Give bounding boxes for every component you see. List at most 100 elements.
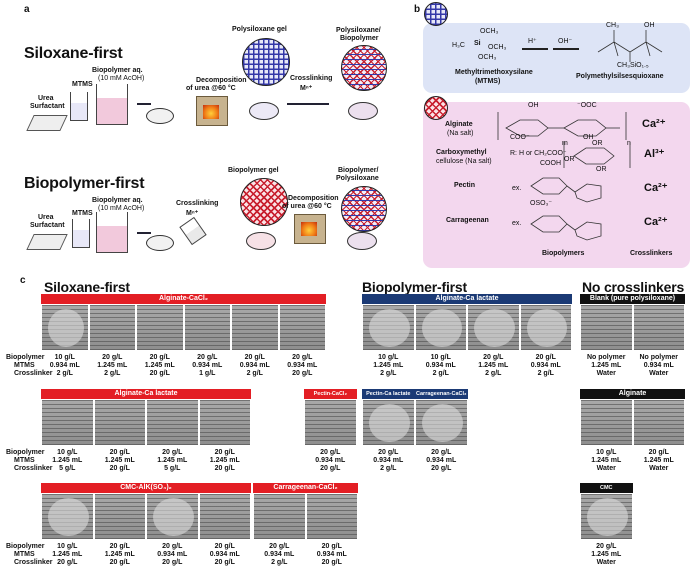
group-header: CMC-AlK(SO₄)₂: [41, 483, 251, 493]
condition-value: Water: [596, 465, 616, 472]
condition-value: 20 g/L: [321, 543, 342, 550]
biopolymer-beaker: [96, 212, 128, 253]
mtms-label: MTMS: [72, 210, 93, 217]
gel-spot: [474, 309, 515, 347]
condition-value: 2 g/L: [271, 559, 288, 566]
condition-value: 20 g/L: [149, 354, 170, 361]
condition-value: 10 g/L: [596, 449, 617, 456]
h-plus-label: H⁺: [528, 38, 537, 45]
biopolymer-first-title: Biopolymer-first: [24, 175, 145, 192]
result-label-1: Polysiloxane/: [336, 27, 381, 34]
panel-b-label: b: [414, 4, 421, 15]
result-label-2: Biopolymer: [340, 35, 379, 42]
condition-value: 1.245 mL: [373, 362, 404, 369]
arrow: [522, 48, 548, 50]
condition-value: 20 g/L: [57, 559, 78, 566]
crosslinking-label: Crosslinking: [176, 200, 219, 207]
condition-value: 1.245 mL: [591, 457, 622, 464]
condition-value: 0.934 mL: [192, 362, 223, 369]
condition-value: 1.245 mL: [52, 551, 83, 558]
condition-value: 20 g/L: [292, 370, 313, 377]
siloxane-chemistry-panel: [423, 23, 690, 93]
alginate-oh: OH: [528, 102, 539, 109]
sample-photo: [198, 493, 251, 540]
decomposition-label: Decomposition: [288, 195, 339, 202]
alginate-n: n: [627, 140, 631, 147]
sample-photo: [278, 304, 326, 351]
mtms-group-right: OCH₃: [488, 44, 507, 51]
row-label: Crosslinker: [14, 559, 53, 566]
sample-photo: [146, 399, 199, 446]
condition-value: 1.245 mL: [52, 457, 83, 464]
product-group-ch3: CH₃: [606, 22, 619, 29]
group-header: Blank (pure polysiloxane): [580, 294, 685, 304]
condition-value: 20 g/L: [321, 559, 342, 566]
condition-value: 20 g/L: [109, 559, 130, 566]
cmc-or: OR: [592, 140, 603, 147]
condition-value: 2 g/L: [380, 370, 397, 377]
alginate-name: Alginate: [445, 121, 473, 128]
gel-dish: [249, 102, 279, 120]
row-label: Biopolymer: [6, 543, 45, 550]
polysiloxane-biopolymer-circle: [341, 45, 387, 91]
mtms-vial: [72, 219, 90, 248]
sample-photo: [519, 304, 572, 351]
condition-value: 1.245 mL: [643, 457, 674, 464]
condition-value: Water: [649, 370, 669, 377]
alginate-ooc: ⁻OOC: [577, 102, 597, 109]
condition-value: 10 g/L: [57, 543, 78, 550]
alginate-structure: [497, 112, 627, 140]
sample-photo: [41, 399, 94, 446]
ca-ion-2: Ca²⁺: [644, 182, 668, 194]
group-header: Carrageenan-CaCl₂: [253, 483, 358, 493]
condition-value: Water: [596, 370, 616, 377]
biopolymer-aq-label: Biopolymer aq.: [92, 197, 143, 204]
pectin-name: Pectin: [454, 182, 476, 189]
row-label: Crosslinker: [14, 465, 53, 472]
product-name: Polymethylsilsesquioxane: [576, 73, 664, 80]
result-dish: [347, 232, 377, 250]
condition-value: 20 g/L: [269, 543, 290, 550]
sample-photo: [41, 493, 94, 540]
metal-ion-label: Mⁿ⁺: [186, 210, 199, 217]
condition-value: 0.934 mL: [426, 457, 457, 464]
condition-value: 20 g/L: [109, 543, 130, 550]
ca-ion-3: Ca²⁺: [644, 216, 668, 228]
oh-minus-label: OH⁻: [558, 38, 573, 45]
sample-photo: [632, 399, 685, 446]
biopolymer-polysiloxane-circle: [341, 186, 387, 232]
group-header: Pectin-CaCl₂: [304, 389, 357, 399]
gel-spot: [48, 309, 84, 347]
sample-photo: [183, 304, 231, 351]
condition-value: 20 g/L: [197, 354, 218, 361]
cmc-salt: cellulose (Na salt): [436, 158, 492, 165]
product-formula: CH₃SiO₁.₅: [617, 62, 649, 69]
condition-value: 20 g/L: [320, 449, 341, 456]
sample-photo: [253, 493, 306, 540]
condition-value: 2 g/L: [246, 370, 263, 377]
gel-spot: [526, 309, 567, 347]
condition-value: 20 g/L: [596, 543, 617, 550]
condition-value: 0.934 mL: [530, 362, 561, 369]
biopolymer-beaker: [96, 84, 128, 125]
arrow: [287, 103, 329, 105]
mtms-abbrev: (MTMS): [475, 78, 501, 85]
metal-ion-label: Mⁿ⁺: [300, 85, 313, 92]
group-header: CMC: [580, 483, 633, 493]
sample-photo: [580, 493, 633, 540]
condition-value: 2 g/L: [380, 465, 397, 472]
condition-value: 20 g/L: [431, 449, 452, 456]
